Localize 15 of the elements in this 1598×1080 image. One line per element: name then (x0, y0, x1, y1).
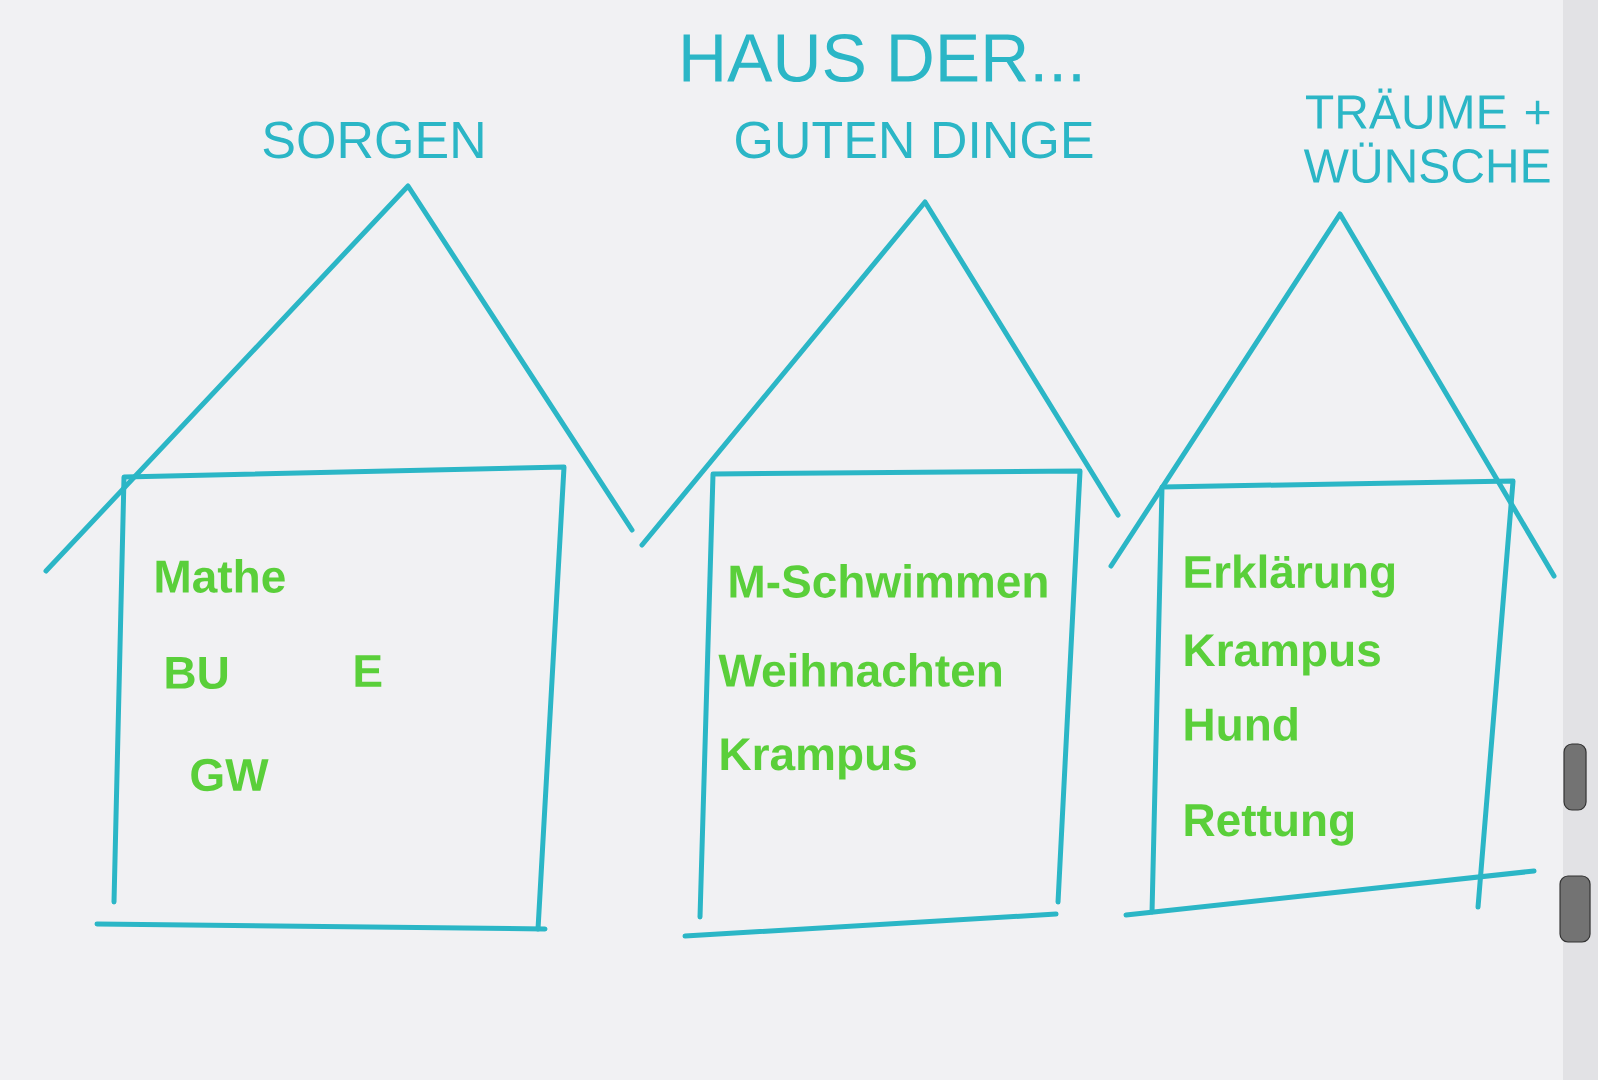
list-item: Hund (1185, 707, 1297, 741)
list-item: Krampus (1185, 634, 1380, 676)
house-heading: TRÄUME + WÜNSCHE (1303, 88, 1550, 184)
list-item: M-Schwimmen (730, 564, 1047, 598)
list-item: Krampus (721, 738, 916, 780)
list-item: BU (166, 656, 228, 690)
house-heading: SORGEN (263, 121, 483, 159)
title: HAUS DER... (683, 33, 1080, 83)
list-item: Erklärung (1185, 554, 1395, 598)
list-item: E (355, 655, 382, 687)
list-item: Weihnachten (718, 653, 1001, 687)
house-heading: GUTEN DINGE (736, 121, 1093, 159)
list-item: Rettung (1185, 804, 1354, 846)
list-item: GW (191, 758, 269, 792)
list-item: Mathe (156, 559, 285, 593)
